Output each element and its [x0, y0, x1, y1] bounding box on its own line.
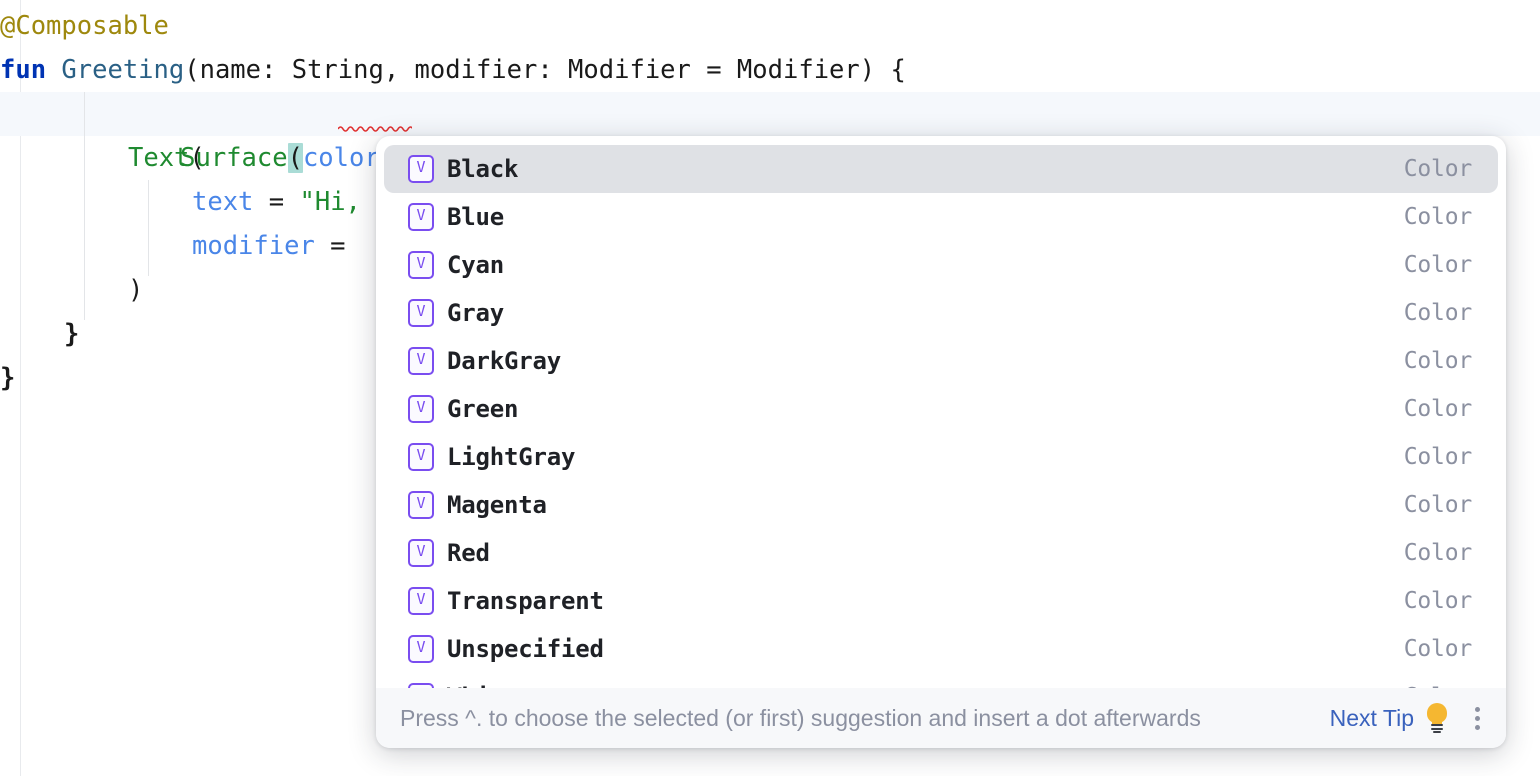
completion-hint-bar: Press ^. to choose the selected (or firs… [376, 688, 1506, 748]
completion-kind-value-icon: V [408, 683, 434, 688]
lightbulb-base-line-2 [1431, 727, 1443, 730]
completion-item-label: White [447, 683, 1404, 688]
code-line-text-close[interactable]: ) [0, 268, 1540, 312]
code-line-surface[interactable]: Surface(color = Color.) { [0, 92, 1540, 173]
completion-item-label: DarkGray [447, 347, 561, 375]
token-1: = [314, 231, 361, 261]
code-line-text-open[interactable]: Text( [0, 136, 1540, 180]
code-line-fun-greeting[interactable]: fun Greeting(name: String, modifier: Mod… [0, 48, 1540, 92]
code-line-modifier-arg[interactable]: modifier = [0, 224, 1540, 268]
completion-kind-value-icon: V [408, 635, 434, 663]
completion-item-darkgray[interactable]: V DarkGray Color [384, 337, 1498, 385]
dot-2 [1474, 715, 1480, 721]
lightbulb-neck [1432, 718, 1442, 725]
token-1 [46, 55, 61, 85]
error-squiggle-icon [338, 126, 412, 132]
completion-kind-value-icon: V [408, 347, 434, 375]
completion-item-type: Color [1403, 540, 1472, 566]
completion-item-label: Red [447, 539, 490, 567]
token-2: "Hi, [299, 187, 361, 217]
completion-item-gray[interactable]: V Gray Color [384, 289, 1498, 337]
token-0: modifier [192, 231, 315, 261]
code-line-text-arg[interactable]: text = "Hi, [0, 180, 1540, 224]
token-param-color: color [302, 143, 380, 173]
code-line-fun-close[interactable]: } [0, 356, 1540, 400]
completion-kind-value-icon: V [408, 443, 434, 471]
completion-item-label: Green [447, 395, 519, 423]
editor-gutter-divider [20, 0, 21, 776]
completion-item-label: Gray [447, 299, 504, 327]
completion-kind-value-icon: V [408, 539, 434, 567]
token-0: text [192, 187, 254, 217]
completion-item-type: Color [1403, 156, 1472, 182]
code-line-surface-close[interactable]: } [0, 312, 1540, 356]
completion-item-type: Color [1403, 444, 1472, 470]
completion-item-red[interactable]: V Red Color [384, 529, 1498, 577]
completion-item-transparent[interactable]: V Transparent Color [384, 577, 1498, 625]
token-2: Greeting [61, 55, 185, 85]
completion-item-type: Color [1403, 492, 1472, 518]
indent-guide-level-1 [84, 92, 85, 320]
completion-item-cyan[interactable]: V Cyan Color [384, 241, 1498, 289]
completion-item-blue[interactable]: V Blue Color [384, 193, 1498, 241]
completion-kind-value-icon: V [408, 299, 434, 327]
completion-item-label: LightGray [447, 443, 576, 471]
token-0: @Composable [0, 11, 169, 41]
token-0: } [0, 363, 16, 393]
dot-3 [1474, 724, 1480, 730]
completion-item-type: Color [1403, 300, 1472, 326]
token-1: = [253, 187, 300, 217]
completion-item-white[interactable]: V WhiteColor [384, 673, 1498, 688]
completion-item-type: Color [1403, 204, 1472, 230]
completion-item-magenta[interactable]: V Magenta Color [384, 481, 1498, 529]
code-line-annotation[interactable]: @Composable [0, 4, 1540, 48]
completion-kind-value-icon: V [408, 155, 434, 183]
lightbulb-icon[interactable] [1424, 703, 1450, 733]
completion-item-lightgray[interactable]: V LightGray Color [384, 433, 1498, 481]
completion-item-label: Cyan [447, 251, 504, 279]
token-0: } [64, 319, 80, 349]
completion-item-label: Transparent [447, 587, 604, 615]
completion-kind-value-icon: V [408, 491, 434, 519]
completion-item-label: Black [447, 155, 519, 183]
lightbulb-base-line-1 [1431, 724, 1443, 726]
completion-item-type: Color [1403, 636, 1472, 662]
completion-item-type: Color [1404, 684, 1498, 688]
token-surface-call: Surface [180, 143, 288, 173]
completion-kind-value-icon: V [408, 395, 434, 423]
completion-item-type: Color [1403, 396, 1472, 422]
completion-kind-value-icon: V [408, 203, 434, 231]
completion-item-type: Color [1403, 252, 1472, 278]
token-3: (name: String, modifier: Modifier = Modi… [184, 55, 906, 85]
completion-item-label: Magenta [447, 491, 547, 519]
completion-kind-value-icon: V [408, 587, 434, 615]
more-options-icon[interactable] [1466, 703, 1488, 733]
hint-text: Press ^. to choose the selected (or firs… [400, 704, 1201, 731]
token-open-paren-highlighted: ( [287, 143, 303, 173]
token-0: ) [128, 275, 144, 305]
indent-guide-level-2 [148, 180, 149, 276]
token-0: fun [0, 55, 47, 85]
completion-item-label: Unspecified [447, 635, 604, 663]
lightbulb-base-line-3 [1433, 731, 1441, 733]
next-tip-link[interactable]: Next Tip [1329, 704, 1414, 731]
completion-item-type: Color [1403, 588, 1472, 614]
token-1: ( [189, 143, 205, 173]
token-0: Text [128, 143, 190, 173]
current-line-highlight [0, 92, 1540, 136]
dot-1 [1474, 706, 1480, 712]
completion-item-green[interactable]: V Green Color [384, 385, 1498, 433]
completion-item-black[interactable]: V Black Color [384, 145, 1498, 193]
completion-kind-value-icon: V [408, 251, 434, 279]
completion-item-type: Color [1403, 348, 1472, 374]
completion-item-unspecified[interactable]: V Unspecified Color [384, 625, 1498, 673]
completion-item-label: Blue [447, 203, 504, 231]
